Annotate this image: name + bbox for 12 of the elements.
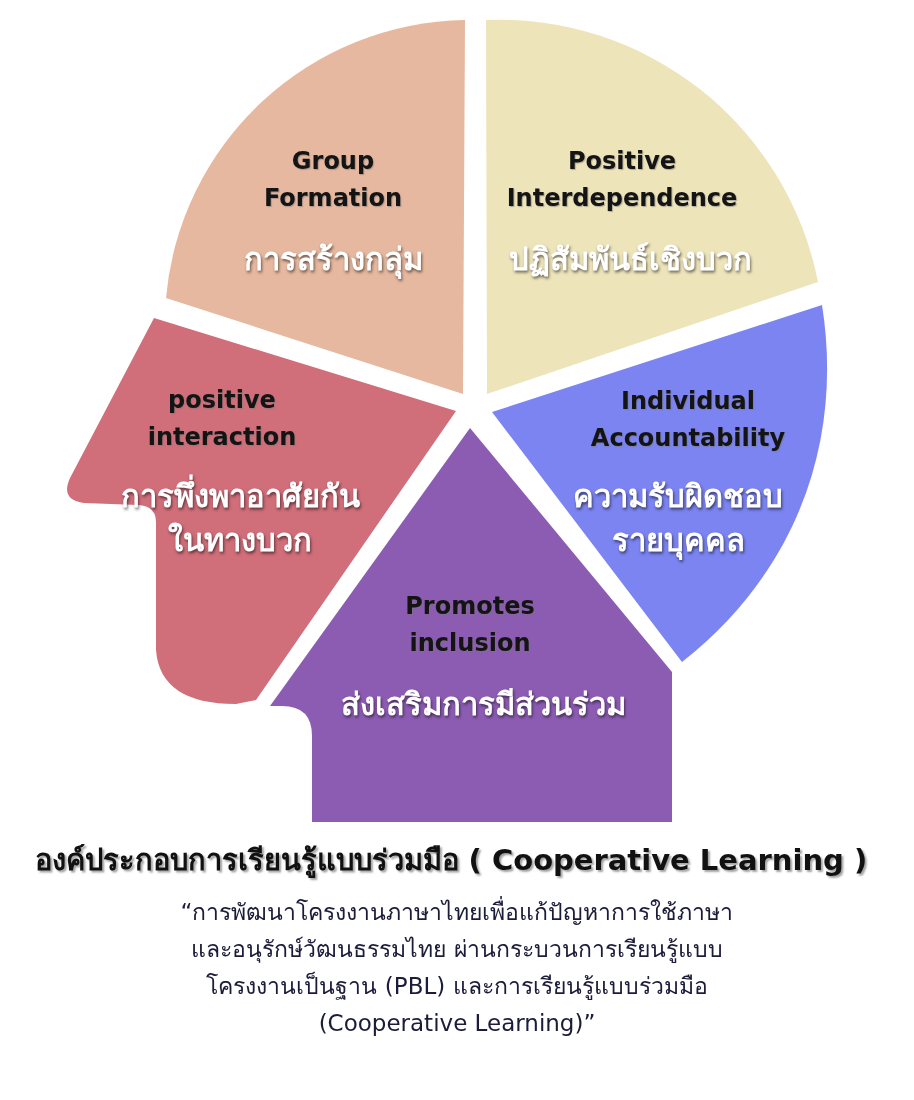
segment-subtitle: ส่งเสริมการมีส่วนร่วม [339,685,627,724]
segment-heading: Promotes inclusion [404,591,536,659]
segment-subtitle: ปฏิสัมพันธ์เชิงบวก [507,240,753,279]
segment-heading: positive interaction [146,385,298,453]
segment-heading: Positive Interdependence [505,146,739,214]
diagram-title: องค์ประกอบการเรียนรู้แบบร่วมมือ ( Cooperative Learning ) [34,842,869,880]
segment-subtitle: การสร้างกลุ่ม [242,240,424,281]
segment-subtitle: การพึ่งพาอาศัยกันในทางบวก [119,474,361,562]
segment-subtitle: ความรับผิดชอบรายบุคคล [572,477,784,562]
caption-quote: “การพัฒนาโครงงานภาษาไทยเพื่อแก้ปัญหาการใช้ภาษา และอนุรักษ์วัฒนธรรมไทย ผ่านกระบวนการเรียนรู้แบบโครงงานเป็นฐาน (PBL) และการเรียนรู้แบบร่วมมือ (Cooperative Learning)” [179,894,735,1042]
segment-heading: Group Formation [262,146,404,214]
segment-heading: Individual Accountability [589,386,787,454]
